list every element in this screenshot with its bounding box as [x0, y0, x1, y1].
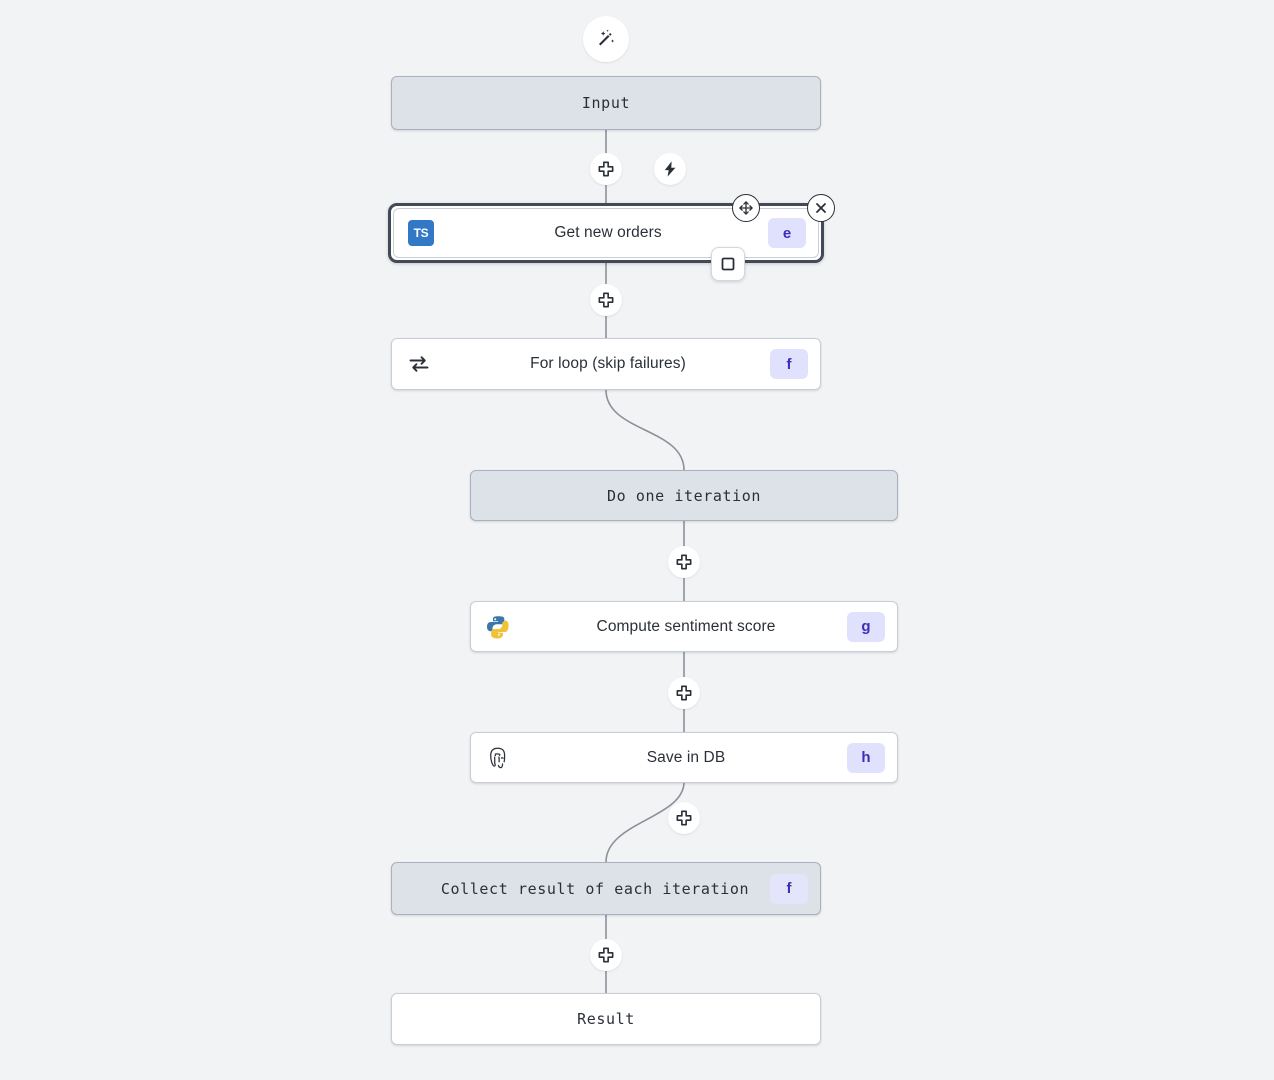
add-step-icon	[675, 809, 693, 827]
node-save-in-db-badge[interactable]: h	[847, 742, 885, 773]
typescript-icon: TS	[408, 220, 434, 246]
node-for-loop-badge[interactable]: f	[770, 349, 808, 379]
node-input[interactable]: Input	[391, 76, 821, 130]
ai-assistant-button[interactable]	[583, 16, 629, 62]
node-collect-result-label: Collect result of each iteration	[440, 879, 750, 898]
add-step-button-5[interactable]	[668, 802, 700, 834]
add-step-button-2[interactable]	[590, 284, 622, 316]
add-step-icon	[597, 160, 615, 178]
node-get-new-orders-icon-slot: TS	[394, 220, 448, 246]
move-handle-icon	[738, 200, 754, 216]
node-save-in-db[interactable]: Save in DB h	[470, 732, 898, 783]
square-toggle-button[interactable]	[711, 247, 745, 281]
node-result-label: Result	[577, 1010, 635, 1028]
magic-wand-icon	[594, 27, 618, 51]
node-collect-result-badge[interactable]: f	[770, 873, 808, 904]
add-step-icon	[597, 291, 615, 309]
edge-loop-to-iteration	[605, 389, 685, 471]
trigger-button[interactable]	[654, 153, 686, 185]
node-do-one-iteration-label: Do one iteration	[606, 486, 762, 505]
node-result[interactable]: Result	[391, 993, 821, 1045]
node-for-loop-icon-slot	[392, 351, 446, 377]
postgresql-icon	[485, 745, 511, 771]
node-for-loop[interactable]: For loop (skip failures) f	[391, 338, 821, 390]
add-step-button-1[interactable]	[590, 153, 622, 185]
add-step-button-6[interactable]	[590, 939, 622, 971]
lightning-bolt-icon	[661, 160, 679, 178]
square-toggle-icon	[720, 256, 736, 272]
node-input-label: Input	[581, 94, 631, 112]
loop-icon	[406, 351, 432, 377]
node-save-in-db-label: Save in DB	[646, 748, 726, 766]
python-icon	[485, 614, 511, 640]
add-step-icon	[675, 553, 693, 571]
close-icon	[814, 201, 828, 215]
add-step-button-4[interactable]	[668, 677, 700, 709]
add-step-button-3[interactable]	[668, 546, 700, 578]
node-for-loop-label: For loop (skip failures)	[530, 355, 686, 372]
node-compute-sentiment-score[interactable]: Compute sentiment score g	[470, 601, 898, 652]
move-handle-button[interactable]	[732, 194, 760, 222]
node-do-one-iteration[interactable]: Do one iteration	[470, 470, 898, 521]
node-compute-sentiment-badge[interactable]: g	[847, 611, 885, 642]
node-save-in-db-icon-slot	[471, 745, 525, 771]
node-compute-sentiment-label: Compute sentiment score	[596, 617, 776, 635]
node-get-new-orders-label: Get new orders	[554, 224, 662, 241]
add-step-icon	[675, 684, 693, 702]
node-collect-result[interactable]: Collect result of each iteration f	[391, 862, 821, 915]
close-node-button[interactable]	[807, 194, 835, 222]
add-step-icon	[597, 946, 615, 964]
node-compute-sentiment-icon-slot	[471, 614, 525, 640]
node-get-new-orders-badge[interactable]: e	[768, 218, 806, 248]
